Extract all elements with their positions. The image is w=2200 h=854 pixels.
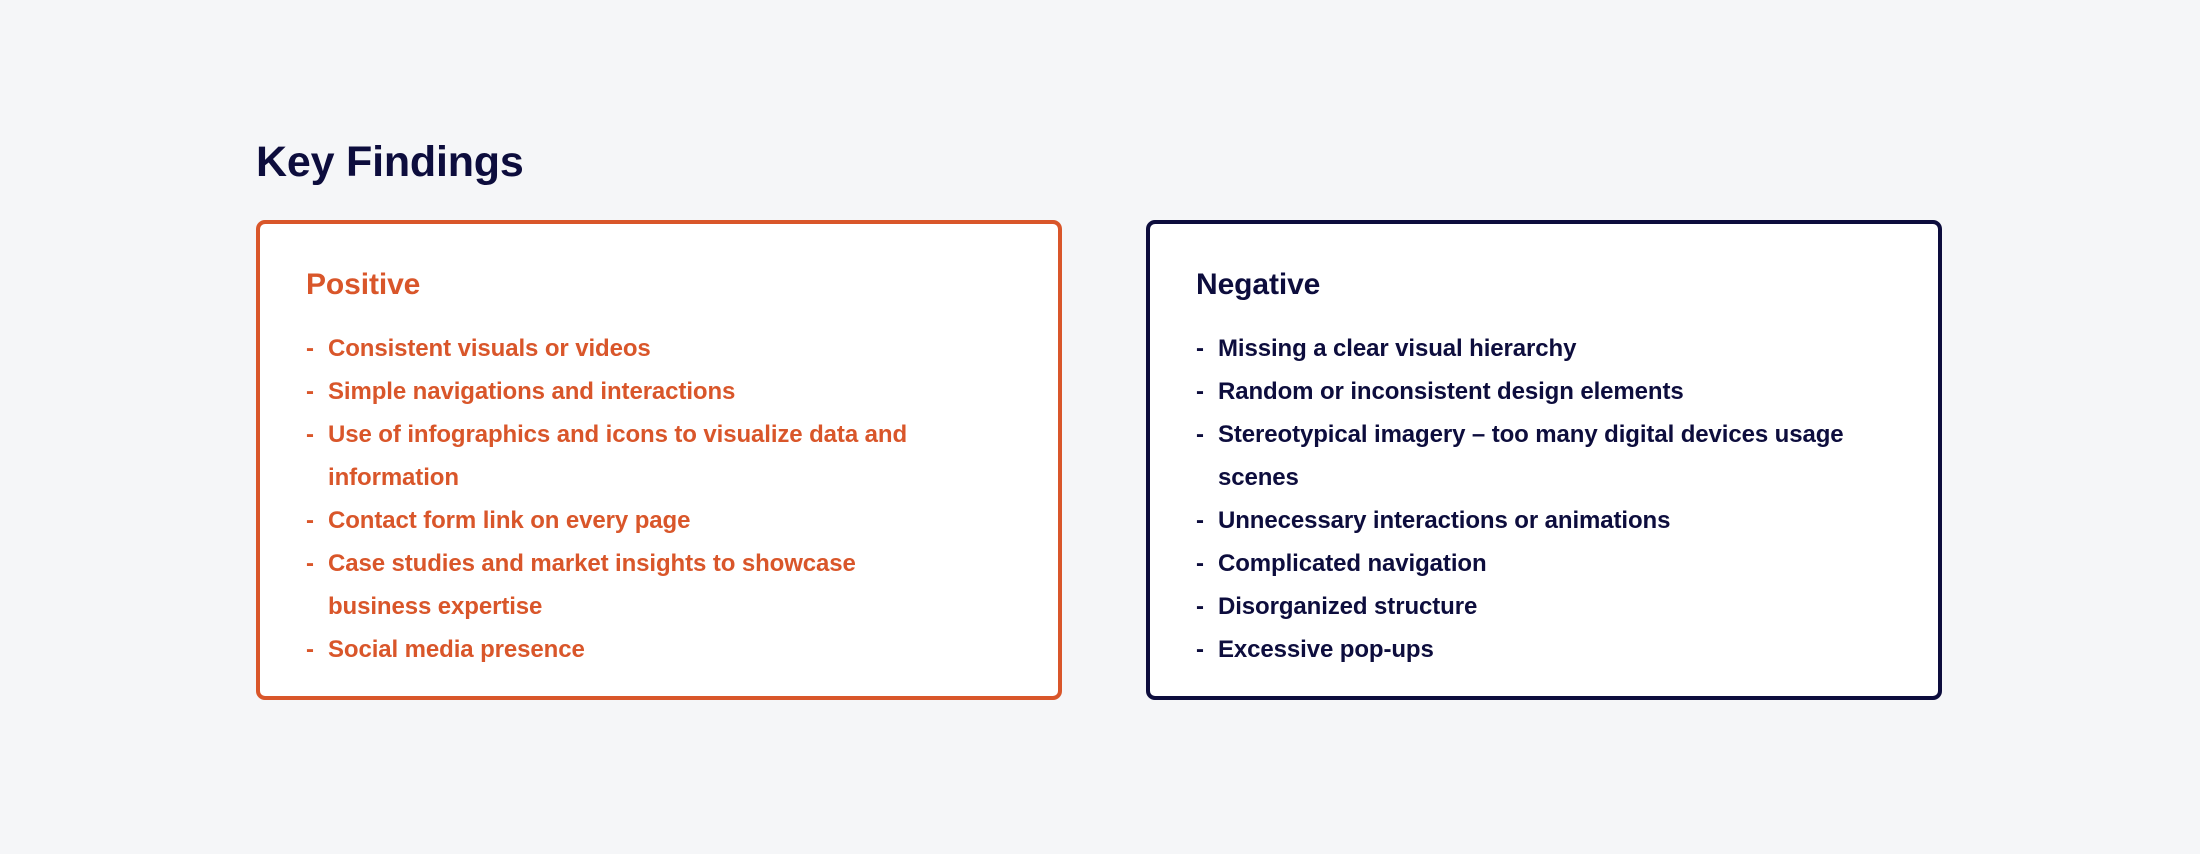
list-item: - Excessive pop-ups (1196, 628, 1898, 671)
positive-findings-card: Positive - Consistent visuals or videos … (256, 220, 1062, 700)
list-item-text: Social media presence (328, 636, 585, 663)
list-item: - Stereotypical imagery – too many digit… (1196, 413, 1898, 499)
list-item: - Case studies and market insights to sh… (306, 542, 1018, 628)
dash-marker-icon: - (306, 550, 314, 577)
dash-marker-icon: - (306, 378, 314, 405)
list-item: - Unnecessary interactions or animations (1196, 499, 1898, 542)
dash-marker-icon: - (1196, 636, 1204, 663)
list-item-text: Missing a clear visual hierarchy (1218, 335, 1577, 362)
dash-marker-icon: - (306, 421, 314, 448)
dash-marker-icon: - (306, 636, 314, 663)
positive-card-heading: Positive (306, 268, 421, 301)
list-item-text: Consistent visuals or videos (328, 335, 651, 362)
list-item: - Disorganized structure (1196, 585, 1898, 628)
positive-findings-list: - Consistent visuals or videos - Simple … (306, 327, 1018, 671)
list-item-text: Disorganized structure (1218, 593, 1478, 620)
dash-marker-icon: - (1196, 421, 1204, 448)
dash-marker-icon: - (306, 335, 314, 362)
list-item-text: Unnecessary interactions or animations (1218, 507, 1671, 534)
page-title: Key Findings (256, 138, 524, 186)
list-item-text: Complicated navigation (1218, 550, 1487, 577)
list-item-text: Simple navigations and interactions (328, 378, 736, 405)
dash-marker-icon: - (1196, 335, 1204, 362)
dash-marker-icon: - (1196, 550, 1204, 577)
dash-marker-icon: - (1196, 507, 1204, 534)
list-item: - Random or inconsistent design elements (1196, 370, 1898, 413)
list-item-text: Excessive pop-ups (1218, 636, 1434, 663)
dash-marker-icon: - (306, 507, 314, 534)
list-item-text: Case studies and market insights to show… (328, 550, 856, 620)
list-item-text: Contact form link on every page (328, 507, 691, 534)
list-item: - Use of infographics and icons to visua… (306, 413, 1018, 499)
negative-card-heading: Negative (1196, 268, 1321, 301)
negative-findings-card: Negative - Missing a clear visual hierar… (1146, 220, 1942, 700)
dash-marker-icon: - (1196, 593, 1204, 620)
list-item: - Contact form link on every page (306, 499, 1018, 542)
list-item-text: Stereotypical imagery – too many digital… (1218, 421, 1844, 491)
dash-marker-icon: - (1196, 378, 1204, 405)
list-item: - Consistent visuals or videos (306, 327, 1018, 370)
list-item-text: Use of infographics and icons to visuali… (328, 421, 908, 491)
list-item: - Missing a clear visual hierarchy (1196, 327, 1898, 370)
list-item: - Social media presence (306, 628, 1018, 671)
negative-findings-list: - Missing a clear visual hierarchy - Ran… (1196, 327, 1898, 671)
list-item: - Simple navigations and interactions (306, 370, 1018, 413)
list-item: - Complicated navigation (1196, 542, 1898, 585)
list-item-text: Random or inconsistent design elements (1218, 378, 1684, 405)
